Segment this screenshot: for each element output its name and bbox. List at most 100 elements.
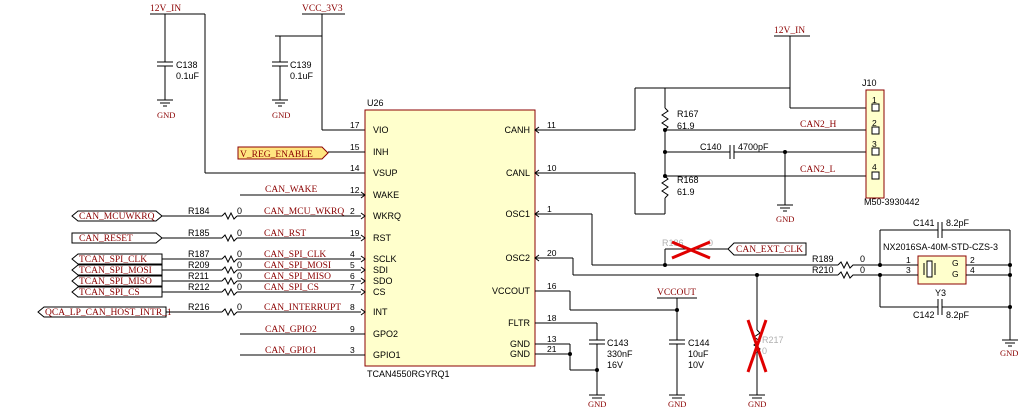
pin-name: OSC1 [505,209,530,219]
pin-number: 5 [350,260,355,270]
osc-section: R186 0 CAN_EXT_CLK R189 0 R210 0 R217 0 … [535,213,1018,407]
resistor-value: 0 [237,206,242,216]
series-resistor-row: TCAN_SPI_MOSI R209 0 CAN_SPI_MOSI [71,260,361,276]
v-reg-enable-label: V_REG_ENABLE [240,150,313,160]
pin-name: WKRQ [373,211,401,221]
net-label-12v-in: 12V_IN [150,4,181,14]
r167-value: 61.9 [677,121,695,131]
r189-ref: R189 [812,254,834,264]
net-flag-label: CAN_RESET [79,234,133,244]
net-label: CAN_SPI_MOSI [264,261,331,271]
c141-ref: C141 [913,218,935,228]
r168-value: 61.9 [677,187,695,197]
pin-name: SCLK [373,254,397,264]
resistor-value: 0 [237,271,242,281]
pin-number: 9 [350,324,355,334]
net-flag-label: TCAN_SPI_CLK [79,255,147,265]
resistor-ref: R216 [188,302,210,312]
ic-part-number: TCAN4550RGYRQ1 [367,369,450,379]
r217-ref: R217 [762,335,784,345]
resistor-ref: R209 [188,260,210,270]
pin-name: CANH [504,125,530,135]
c139-ref: C139 [290,60,312,70]
pin-number: 10 [547,163,557,173]
resistor-symbol [221,307,238,317]
vccout-label: VCCOUT [657,288,696,298]
j10-pin4: 4 [872,162,877,172]
j10-ref: J10 [862,78,877,88]
pin-number: 12 [350,185,360,195]
r167-ref: R167 [677,109,699,119]
flag-v-reg-enable: V_REG_ENABLE [237,146,365,160]
can2-h-label: CAN2_H [800,120,837,130]
j10-12v-label: 12V_IN [774,26,805,36]
net-flag-label: TCAN_SPI_MOSI [79,266,152,276]
y3-g-label: G [952,269,959,279]
cap-c139: VCC_3V3 C139 0.1uF GND [272,4,345,120]
pin-number: 11 [547,120,556,130]
net-label: CAN_INTERRUPT [264,303,341,313]
pin-name: INH [373,147,389,157]
y3-pin3: 3 [906,265,911,275]
pin-name: CANL [506,168,530,178]
pin-name: WAKE [373,190,399,200]
gnd-label: GND [157,110,175,120]
y3-part-number: NX2016SA-40M-STD-CZS-3 [883,242,998,252]
pin-name: VIO [373,125,389,135]
r210-ref: R210 [812,265,834,275]
r210-value: 0 [860,265,865,275]
j10-pin2: 2 [872,118,877,128]
net-flag-label: TCAN_SPI_MISO [79,277,152,287]
resistor-symbol [221,276,238,286]
c140-value: 4700pF [738,142,769,152]
y3-g-label: G [952,258,959,268]
net-can-wake: CAN_WAKE [240,185,365,196]
resistor-ref: R187 [188,249,210,259]
pin-number: 15 [350,142,360,152]
c144-ref: C144 [688,338,710,348]
r186-value: 0 [708,238,713,248]
j10-part-number: M50-3930442 [864,197,920,207]
pin-name: SDO [373,276,393,286]
vccout-section: VCCOUT C144 10uF 10V GND C143 330nF 16V … [535,288,710,407]
resistor-value: 0 [237,302,242,312]
gnd-label: GND [272,110,290,120]
pin-name: GND [510,349,531,359]
pin-name: CS [373,287,386,297]
pin-name: INT [373,307,388,317]
pin-number: 14 [350,163,360,173]
pin-name: RST [373,233,392,243]
pin-name: VSUP [373,168,398,178]
gnd-label: GND [588,399,606,407]
connector-j10: 12V_IN J10 1 2 3 4 M50-3930442 [774,26,920,207]
net-flag [71,232,163,244]
net-label: CAN_RST [264,229,306,239]
resistor-ref: R212 [188,282,210,292]
net-label: CAN_SPI_MISO [264,272,331,282]
net-can-gpio2: CAN_GPIO2 [240,325,365,335]
pin-number: 8 [350,302,355,312]
resistor-value: 0 [237,260,242,270]
net-label: CAN_SPI_CS [264,283,319,293]
c144-value: 10uF [688,349,709,359]
resistor-ref: R184 [188,206,210,216]
r217-value: 0 [762,346,767,356]
y3-pin1: 1 [906,255,911,265]
y3-ref: Y3 [935,288,946,298]
r168-ref: R168 [677,175,699,185]
can-ext-clk-label: CAN_EXT_CLK [736,245,803,255]
gnd-label: GND [776,214,794,224]
